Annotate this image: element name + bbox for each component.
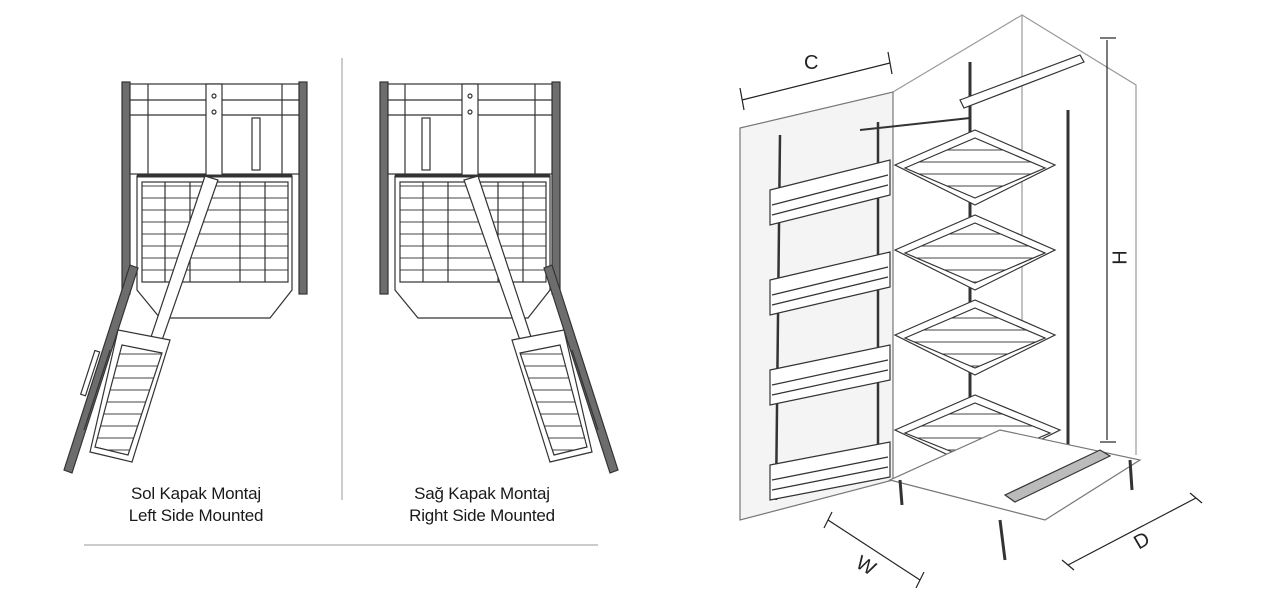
left-mounted-caption: Sol Kapak Montaj Left Side Mounted (96, 483, 296, 527)
left-mounted-title-en: Left Side Mounted (128, 506, 264, 525)
isometric-pantry-unit (739, 13, 1142, 561)
dimension-label-c: C (804, 52, 819, 74)
dimension-label-h: H (1109, 250, 1132, 265)
right-mounted-title-en: Right Side Mounted (409, 506, 555, 525)
left-mounted-title-tr: Sol Kapak Montaj (130, 484, 262, 503)
left-mounted-top-view (63, 81, 308, 474)
right-mounted-caption: Sağ Kapak Montaj Right Side Mounted (382, 483, 582, 527)
dimension-lines (739, 37, 1203, 589)
door-baskets (769, 159, 891, 501)
right-mounted-title-tr: Sağ Kapak Montaj (414, 484, 550, 503)
internal-shelves (893, 129, 1062, 471)
right-mounted-top-view (379, 81, 619, 474)
